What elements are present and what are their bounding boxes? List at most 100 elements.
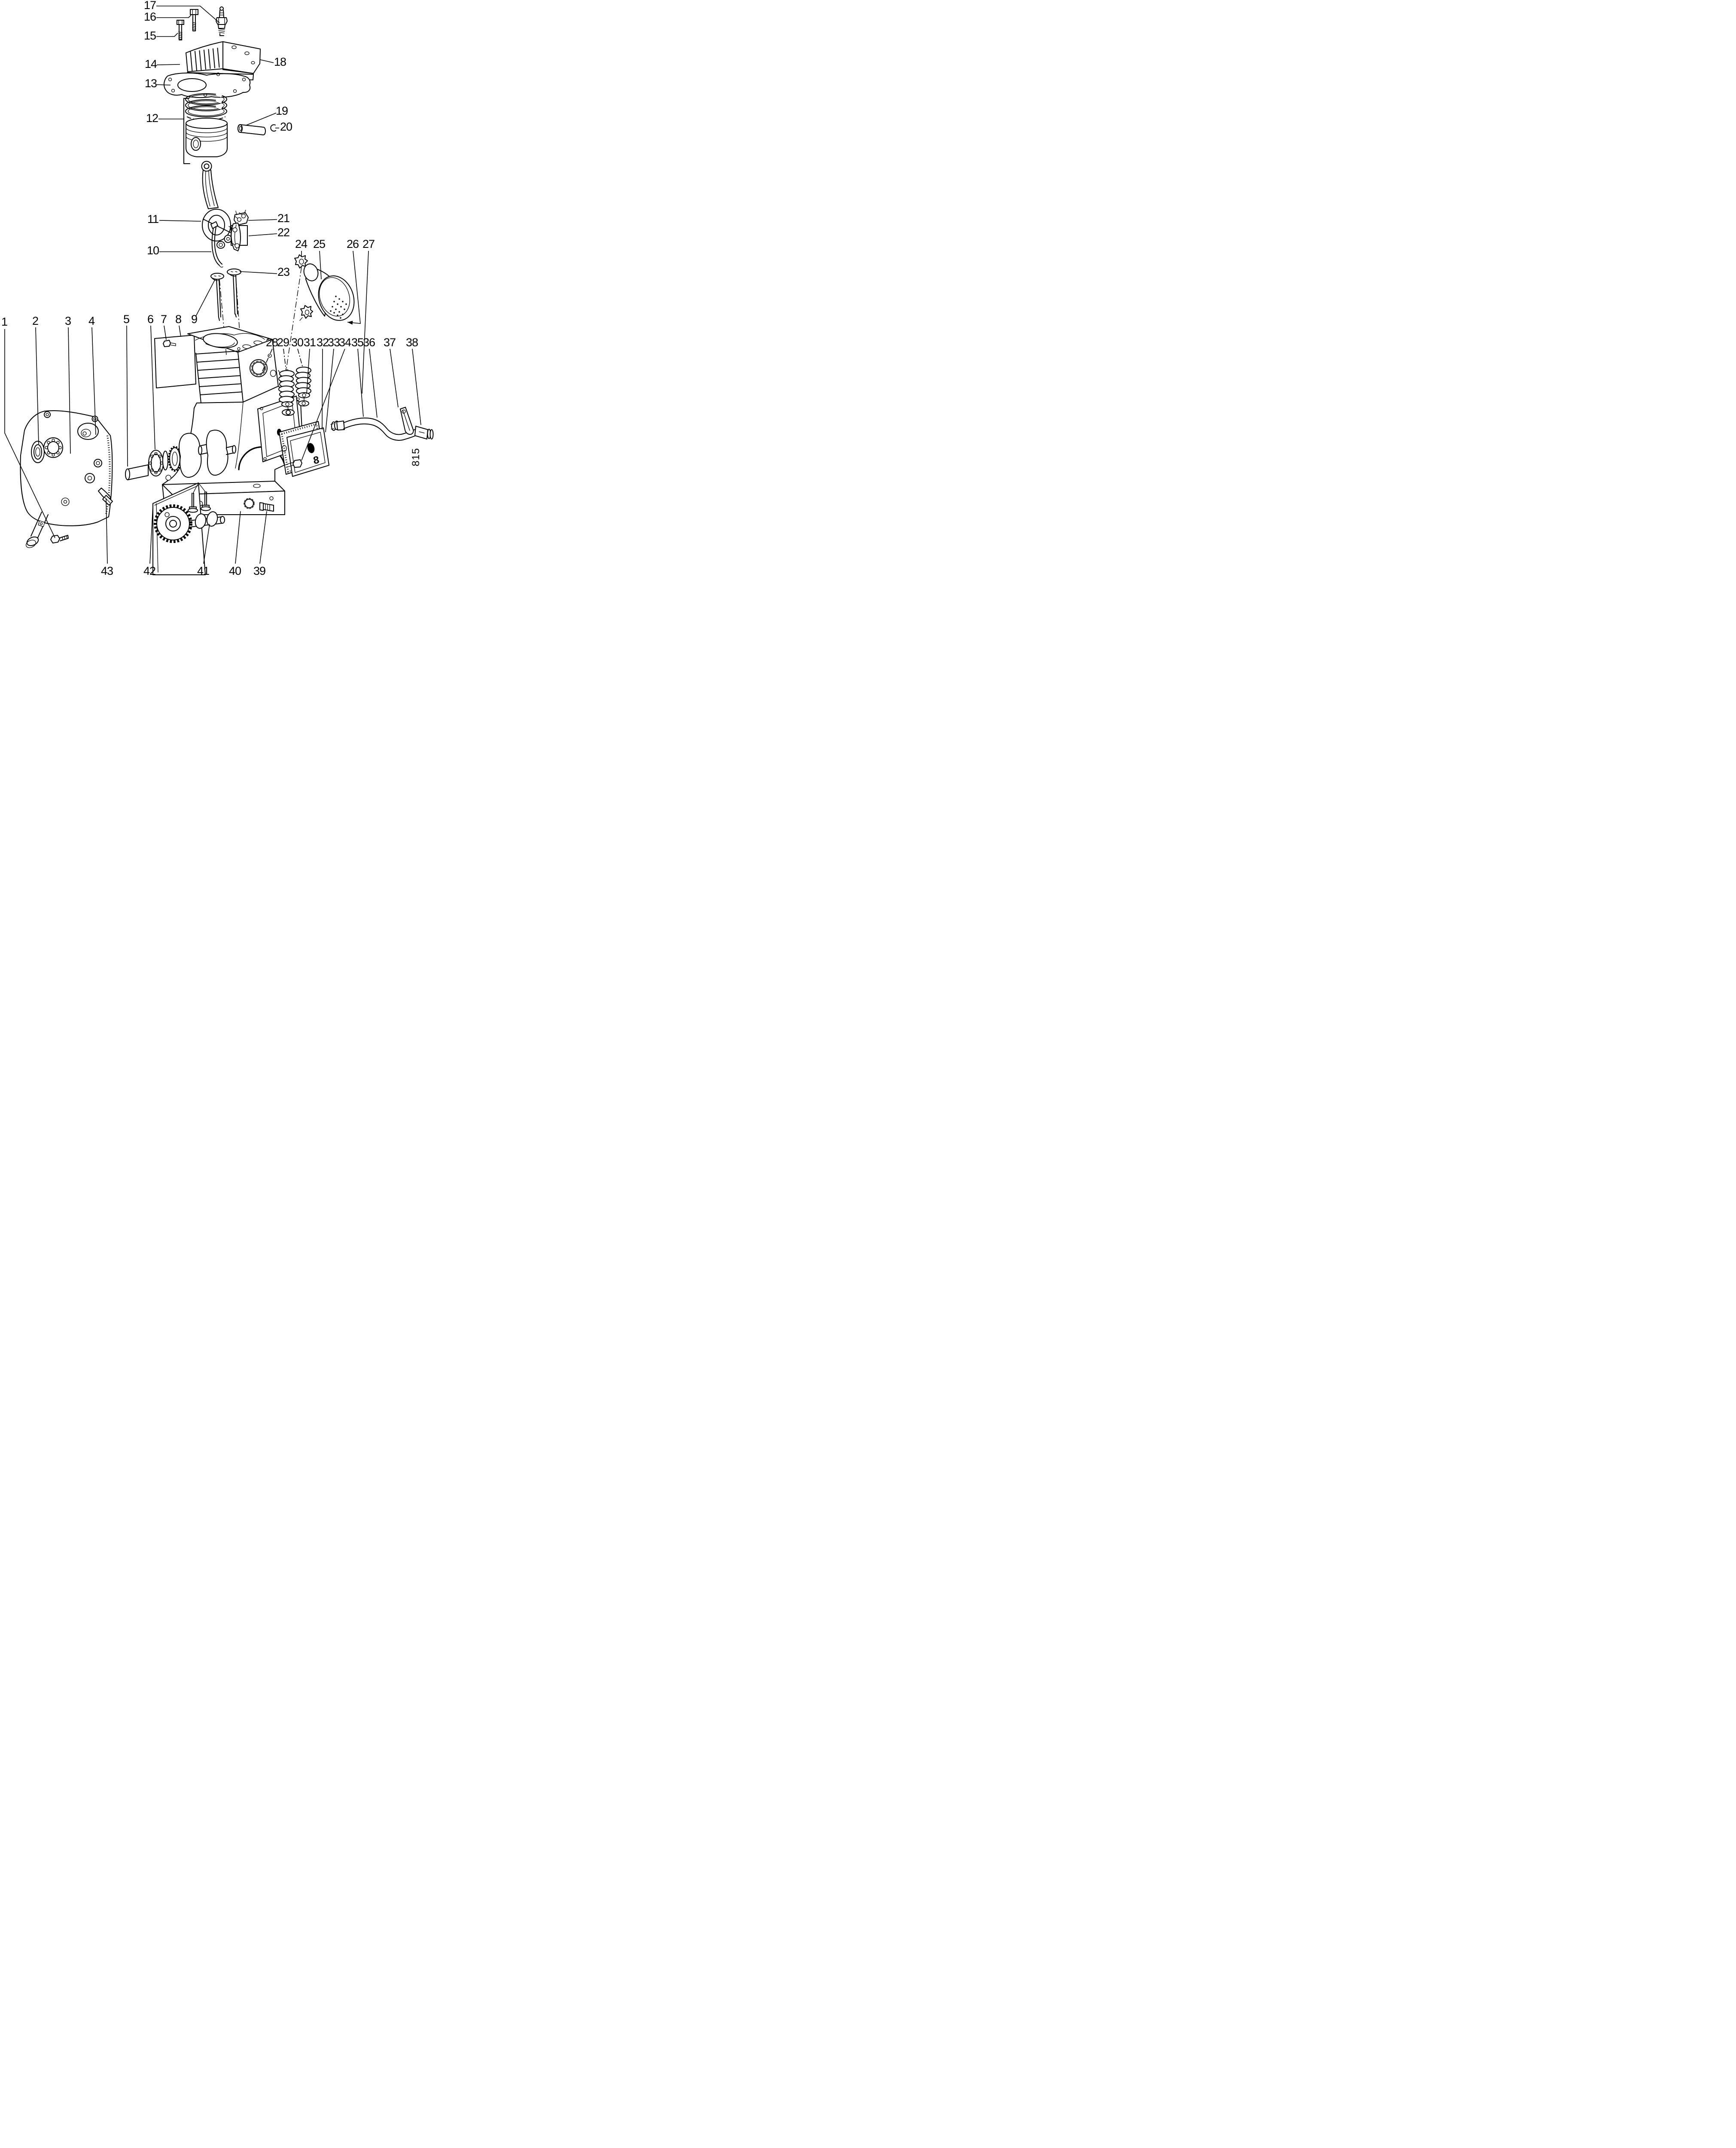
callout-36: 36 xyxy=(363,336,375,349)
block-fins xyxy=(195,351,244,403)
callout-41: 41 xyxy=(197,564,209,577)
callout-14: 14 xyxy=(145,58,157,70)
crankcase-cover xyxy=(20,410,113,548)
oil-seal xyxy=(31,441,45,463)
callout-leader-35 xyxy=(357,348,364,417)
callout-3: 3 xyxy=(65,314,71,327)
callout-28: 28 xyxy=(266,336,278,349)
callout-leader-23 xyxy=(239,271,277,274)
callout-34: 34 xyxy=(339,336,351,349)
valve-tappet-lever xyxy=(210,221,223,268)
callout-17: 17 xyxy=(144,0,156,12)
intake-exhaust-valves xyxy=(210,268,241,321)
spark-plug xyxy=(216,6,228,36)
callout-leader-15 xyxy=(156,33,178,37)
oil-filler xyxy=(25,512,49,548)
callout-leader-14 xyxy=(156,64,180,65)
callout-leader-9 xyxy=(195,279,216,317)
callout-leader-29 xyxy=(283,348,286,371)
breather-cover-plate: 8 xyxy=(279,421,329,477)
callout-leader-39 xyxy=(259,511,267,564)
callout-leader-11 xyxy=(159,220,201,222)
callout-leader-3 xyxy=(68,327,71,454)
callout-21: 21 xyxy=(277,212,289,225)
callout-leader-33 xyxy=(325,348,334,433)
callout-39: 39 xyxy=(253,564,265,577)
hose-clip-bracket xyxy=(400,407,414,435)
baffle-plate xyxy=(154,335,196,388)
callout-leader-22 xyxy=(248,233,277,236)
callout-12: 12 xyxy=(146,112,158,125)
head-stud-short xyxy=(177,20,184,40)
piston-rings xyxy=(185,93,227,121)
engine-exploded-diagram: 8 xyxy=(1,0,434,577)
callout-25: 25 xyxy=(313,238,325,250)
callout-9: 9 xyxy=(191,313,197,326)
callout-24: 24 xyxy=(295,238,308,250)
callout-4: 4 xyxy=(88,314,95,327)
piston xyxy=(186,118,228,157)
cover-bearing xyxy=(43,437,63,458)
filter-perforations xyxy=(330,296,347,319)
wing-nut-icon xyxy=(294,254,308,268)
fuel-hose xyxy=(330,407,434,441)
cam-followers xyxy=(188,491,211,513)
callout-19: 19 xyxy=(276,104,288,117)
catalog-page: 8 xyxy=(0,0,434,577)
breather-plate-mark: 8 xyxy=(312,454,320,467)
callout-leader-18 xyxy=(260,59,274,63)
callout-29: 29 xyxy=(277,336,289,349)
callout-leader-38 xyxy=(412,348,421,425)
wing-nut-lower-icon xyxy=(300,305,313,319)
air-filter xyxy=(294,254,355,321)
camshaft-gear xyxy=(154,504,225,543)
callout-leader-41 xyxy=(203,524,210,564)
callout-16: 16 xyxy=(144,10,156,23)
oil-drain-plug xyxy=(98,488,113,506)
callout-leader-42 xyxy=(149,506,153,564)
callout-leader-1 xyxy=(4,329,55,538)
callout-37: 37 xyxy=(384,336,396,349)
rod-cap-lock-plate xyxy=(234,210,249,226)
callout-42: 42 xyxy=(143,564,155,577)
callout-33: 33 xyxy=(328,336,340,349)
crank-timing-gear xyxy=(169,447,180,470)
connecting-rod xyxy=(201,161,232,249)
callout-32: 32 xyxy=(317,336,329,349)
callout-leader-37 xyxy=(390,348,399,408)
callout-23: 23 xyxy=(277,265,289,278)
callout-20: 20 xyxy=(280,120,292,133)
callout-26: 26 xyxy=(347,238,359,250)
callout-27: 27 xyxy=(362,238,375,250)
page-number: 815 xyxy=(410,448,422,466)
callout-leader-19 xyxy=(245,113,277,126)
callout-11: 11 xyxy=(147,213,158,226)
callout-leader-7 xyxy=(164,325,167,340)
piston-pin xyxy=(238,124,266,135)
callout-leader-6 xyxy=(150,325,155,450)
callout-leader-31 xyxy=(306,348,310,394)
crankshaft xyxy=(125,430,236,480)
rod-cap-bracket xyxy=(228,223,241,251)
callout-leader-5 xyxy=(126,325,128,467)
callout-31: 31 xyxy=(304,336,316,349)
callout-leader-25 xyxy=(319,250,322,280)
callout-40: 40 xyxy=(229,564,241,577)
callout-13: 13 xyxy=(145,77,157,90)
callout-6: 6 xyxy=(147,313,153,326)
callout-30: 30 xyxy=(291,336,303,349)
callout-10: 10 xyxy=(147,244,159,257)
callout-15: 15 xyxy=(144,29,156,42)
callout-2: 2 xyxy=(32,314,38,327)
callout-leader-2 xyxy=(35,327,39,445)
base-plug-screw xyxy=(259,502,274,512)
cover-bolt xyxy=(50,535,69,543)
callout-leader-8 xyxy=(179,325,181,337)
callout-leader-4 xyxy=(91,327,96,435)
callout-leader-30 xyxy=(297,348,303,368)
callout-leader-40 xyxy=(235,511,241,564)
head-bolt-long xyxy=(190,9,198,31)
callout-leader-32 xyxy=(322,348,323,430)
valve-springs xyxy=(278,366,311,416)
